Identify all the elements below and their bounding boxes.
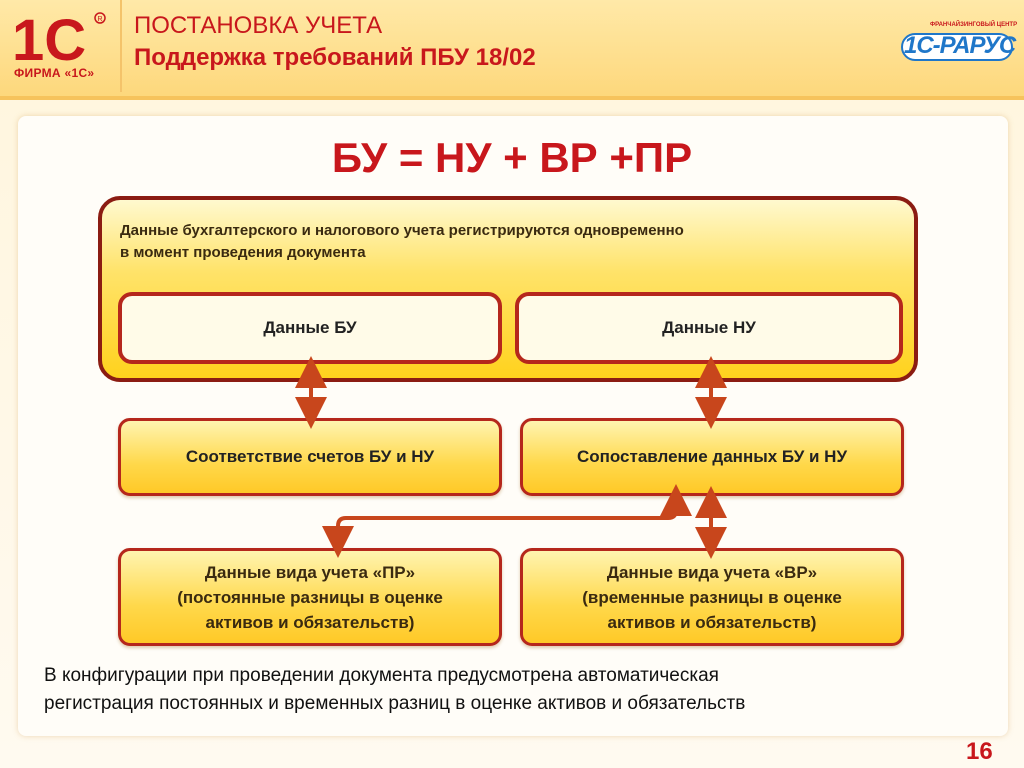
- logo-1c-text: 1С: [12, 8, 86, 73]
- footer-note-line1: В конфигурации при проведении документа …: [44, 665, 719, 686]
- page-subtitle: Поддержка требований ПБУ 18/02: [134, 44, 536, 71]
- vr-data-box: Данные вида учета «ВР» (временные разниц…: [520, 548, 904, 646]
- data-compare-box: Сопоставление данных БУ и НУ: [520, 418, 904, 496]
- vr-title: Данные вида учета «ВР»: [606, 562, 818, 582]
- page-title: ПОСТАНОВКА УЧЕТА: [134, 12, 383, 39]
- partner-name: 1С-РАРУС: [904, 32, 1016, 59]
- header-underline: [0, 96, 1024, 100]
- firm-1c-logo: 1С R: [12, 8, 106, 73]
- partner-tag: ФРАНЧАЙЗИНГОВЫЙ ЦЕНТР: [930, 22, 1018, 28]
- accounts-match-box: Соответствие счетов БУ и НУ: [118, 418, 502, 496]
- svg-text:R: R: [98, 16, 103, 23]
- page-number: 16: [966, 738, 993, 765]
- vr-desc-line2: активов и обязательств): [607, 612, 817, 632]
- pr-desc-line1: (постоянные разницы в оценке: [177, 587, 443, 607]
- pr-desc-line2: активов и обязательств): [205, 612, 415, 632]
- pr-title: Данные вида учета «ПР»: [204, 562, 416, 582]
- bu-data-box: Данные БУ: [118, 292, 502, 364]
- firm-label: ФИРМА «1С»: [14, 66, 95, 80]
- vr-desc-line1: (временные разницы в оценке: [582, 587, 842, 607]
- header-bar: [0, 0, 1024, 100]
- partner-logo: [901, 33, 1013, 61]
- registration-caption: Данные бухгалтерского и налогового учета…: [120, 220, 900, 264]
- footer-note: В конфигурации при проведении документа …: [44, 662, 944, 718]
- formula-title: БУ = НУ + ВР +ПР: [331, 134, 693, 181]
- pr-data-box: Данные вида учета «ПР» (постоянные разни…: [118, 548, 502, 646]
- registration-caption-line2: в момент проведения документа: [120, 244, 366, 261]
- nu-data-box: Данные НУ: [515, 292, 903, 364]
- footer-note-line2: регистрация постоянных и временных разни…: [44, 693, 746, 714]
- header-separator: [120, 0, 122, 92]
- registered-icon: [94, 12, 106, 24]
- registration-caption-line1: Данные бухгалтерского и налогового учета…: [120, 222, 684, 239]
